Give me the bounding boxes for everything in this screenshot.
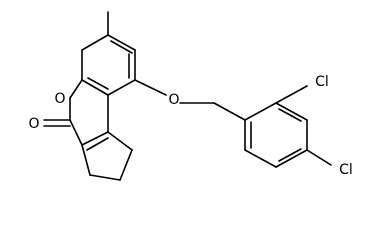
bond-ring-o-left bbox=[69, 79, 83, 99]
bond-ring-top bbox=[107, 34, 136, 51]
bond-lactone-2 bbox=[69, 119, 83, 146]
chlorine-upper-label: Cl bbox=[315, 74, 329, 90]
bond-rb-6 bbox=[244, 149, 277, 168]
oxygen-ether-label: O bbox=[168, 92, 179, 108]
bond-ring-bottom-left bbox=[81, 79, 109, 96]
bond-cp-1 bbox=[81, 144, 91, 176]
bond-rb-5-double bbox=[278, 148, 302, 162]
bond-cp-3 bbox=[119, 149, 133, 181]
bond-ring-top-double bbox=[110, 40, 133, 54]
structure-canvas: O O O Cl Cl bbox=[28, 11, 353, 181]
bond-rb-3 bbox=[275, 102, 308, 121]
chlorine-lower-label: Cl bbox=[339, 162, 353, 178]
bond-cp-4 bbox=[107, 131, 133, 151]
oxygen-ring-label: O bbox=[54, 91, 65, 107]
bond-cl-upper bbox=[275, 85, 308, 104]
bond-rb-2 bbox=[244, 102, 277, 121]
bond-cl-lower bbox=[306, 149, 332, 166]
bond-cp-2 bbox=[89, 174, 121, 181]
bond-ring-top-left bbox=[81, 34, 109, 51]
bond-ether-1 bbox=[134, 79, 167, 96]
bond-lactone-double bbox=[86, 137, 109, 151]
bond-ring-bottom-right bbox=[107, 79, 136, 96]
bond-rb-1 bbox=[213, 102, 246, 121]
bond-lactone-3 bbox=[81, 131, 109, 146]
bond-rb-5 bbox=[275, 149, 308, 168]
molecule-drawing: O O O Cl Cl bbox=[28, 11, 353, 181]
oxygen-carbonyl-label: O bbox=[28, 116, 39, 132]
bond-ring-bottom-left-double bbox=[87, 77, 109, 90]
bond-rb-3-double bbox=[278, 108, 302, 122]
